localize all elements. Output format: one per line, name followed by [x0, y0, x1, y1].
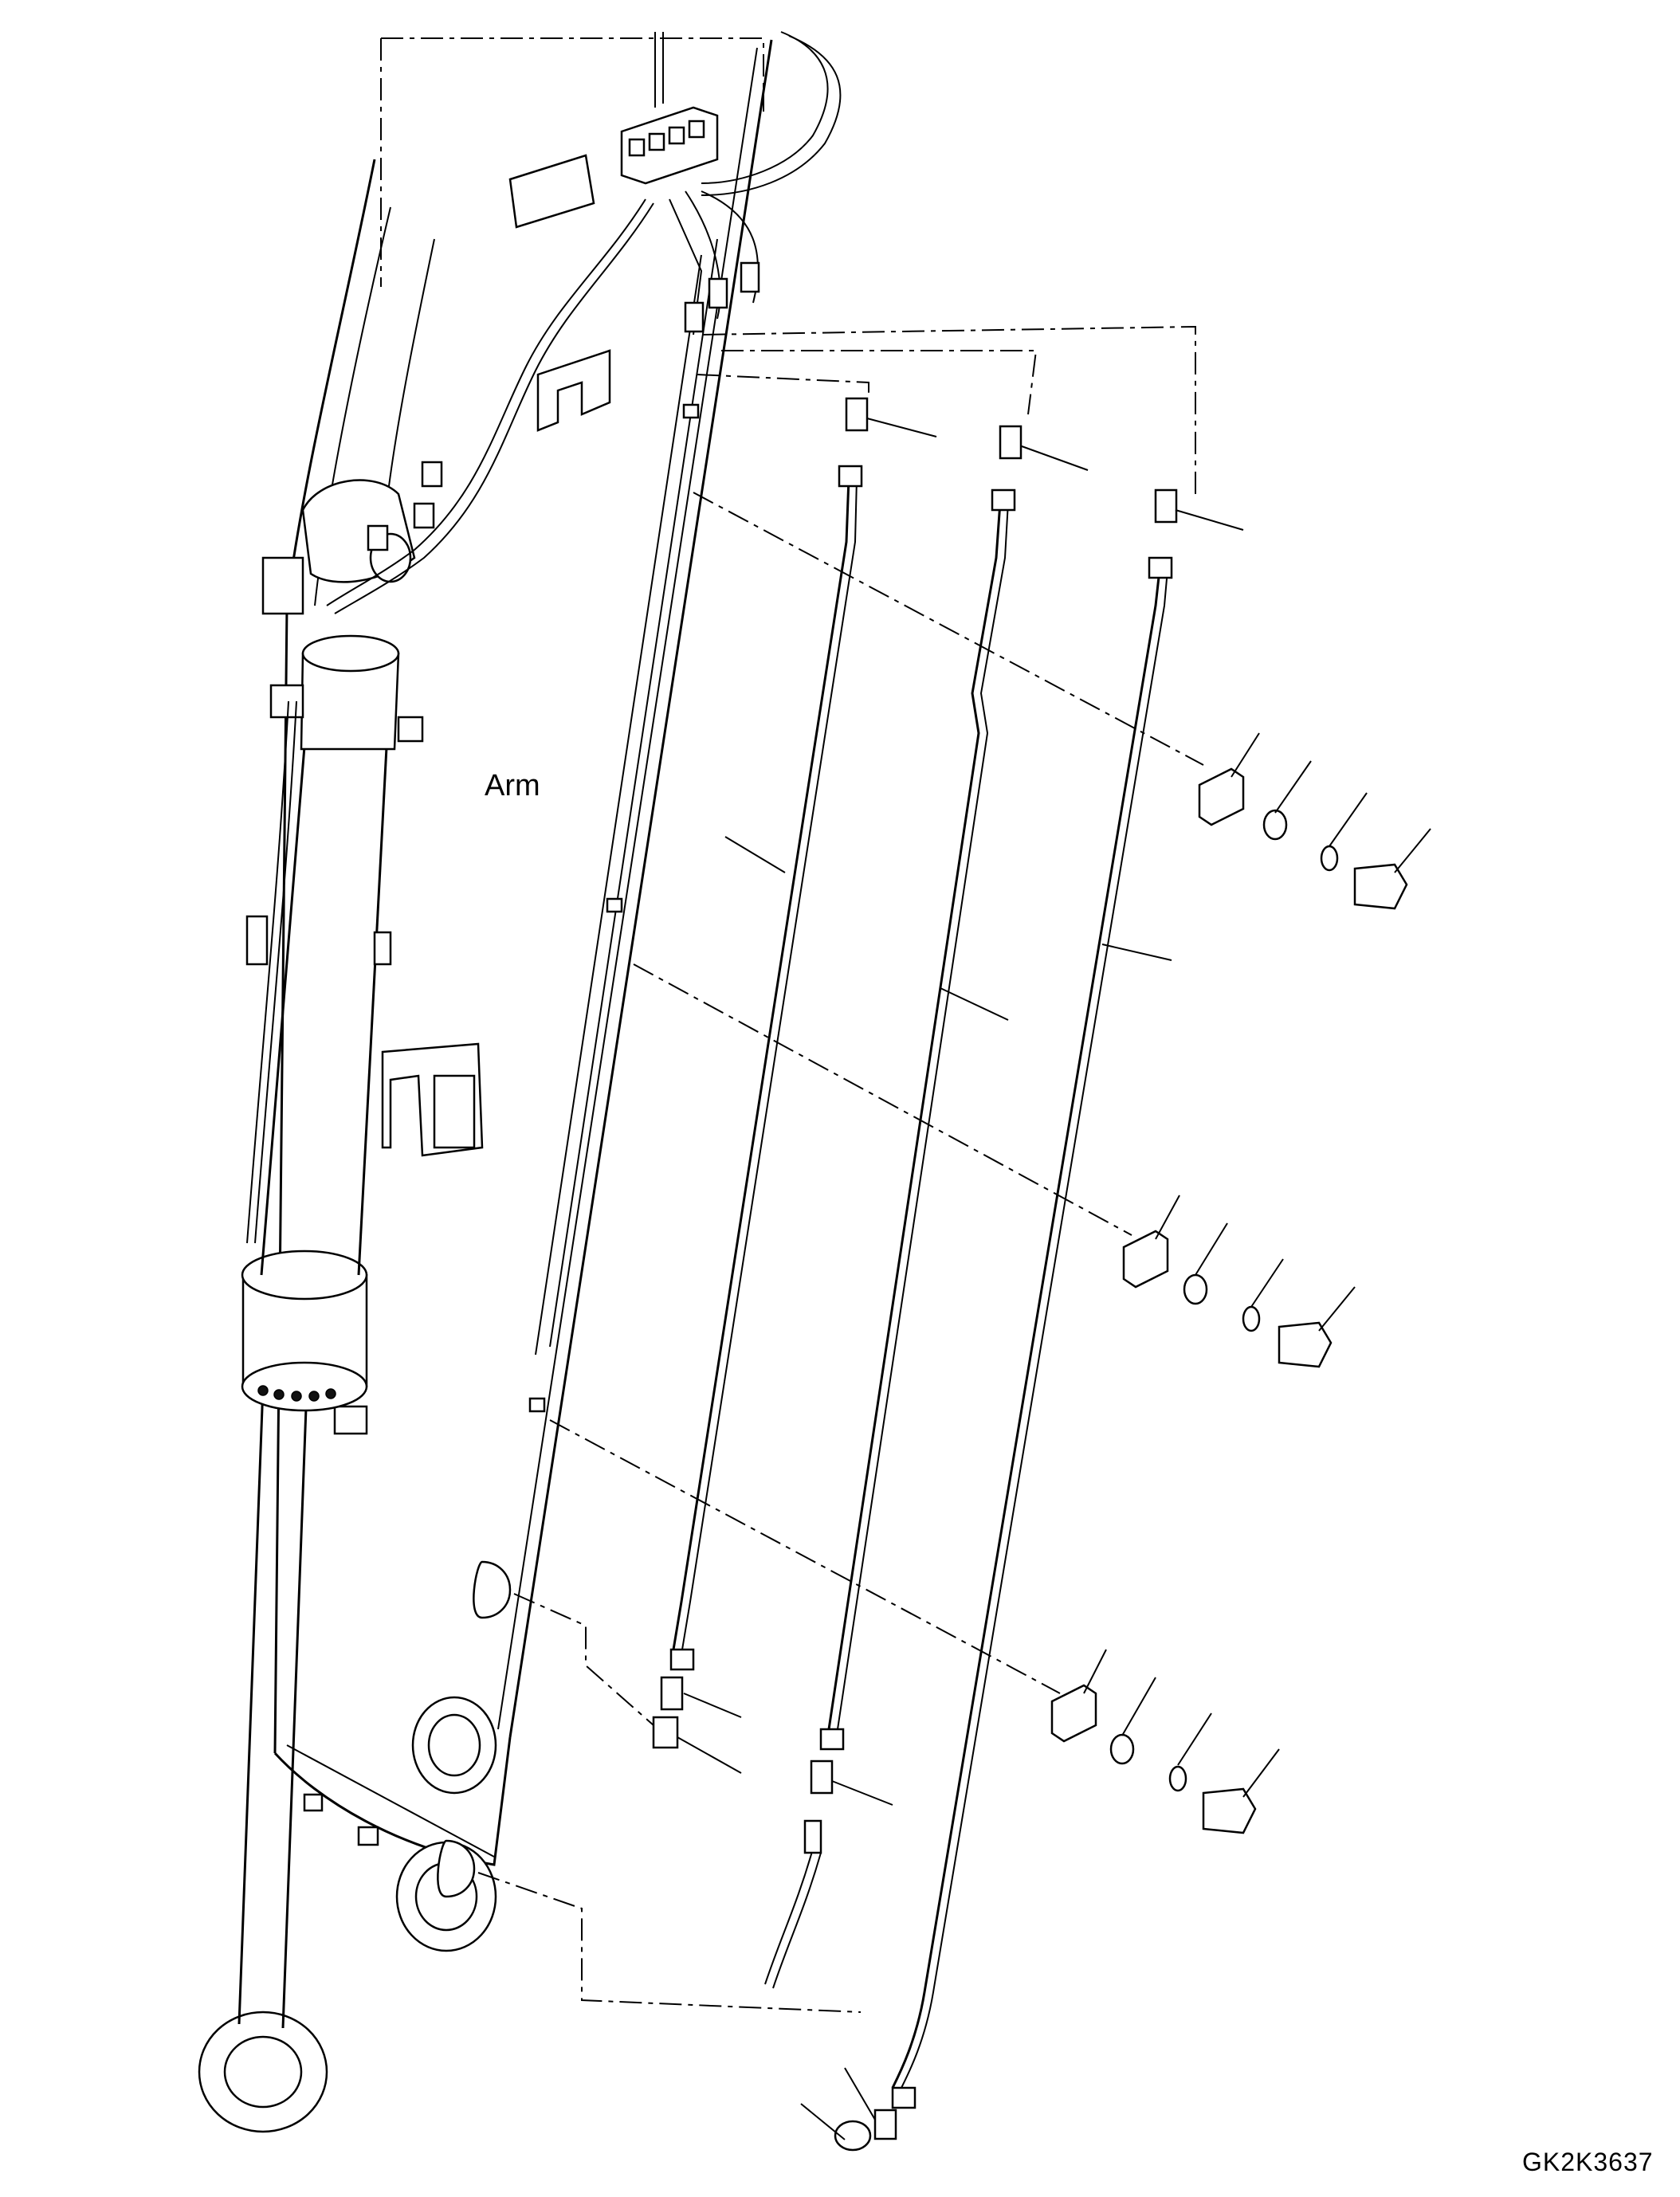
clamp-set-middle — [1122, 1230, 1333, 1368]
clamp-set-lower — [1050, 1684, 1257, 1834]
guide-lines — [477, 325, 1204, 2013]
arm-body — [273, 37, 773, 1952]
fittings — [652, 397, 1178, 2152]
pipes — [672, 477, 1168, 2089]
arm-label: Arm — [485, 769, 540, 802]
clamp-set-upper — [1198, 767, 1408, 910]
leader-lines — [677, 418, 1431, 2140]
drawing-code: GK2K3637 — [1522, 2148, 1654, 2176]
arm-cylinder — [198, 461, 484, 2133]
valve-block — [326, 31, 842, 614]
